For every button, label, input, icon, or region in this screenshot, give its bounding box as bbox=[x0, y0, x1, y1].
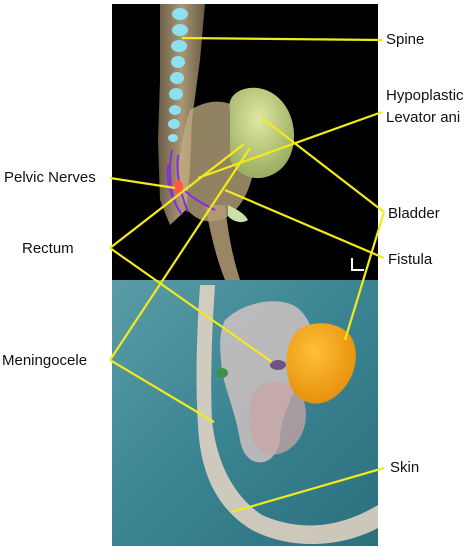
labels: Spine Hypoplastic Levator ani Pelvic Ner… bbox=[2, 31, 464, 476]
label-spine: Spine bbox=[386, 31, 424, 48]
label-levator-line1: Hypoplastic bbox=[386, 87, 464, 104]
label-bladder: Bladder bbox=[388, 205, 440, 222]
label-levator-line2: Levator ani bbox=[386, 109, 460, 126]
label-skin: Skin bbox=[390, 459, 419, 476]
bottom-panel-3d-print bbox=[112, 280, 378, 546]
label-fistula: Fistula bbox=[388, 251, 433, 268]
rectum-marker bbox=[173, 180, 183, 194]
top-panel-3d-render bbox=[112, 4, 378, 280]
spine-vertebrae bbox=[168, 8, 188, 142]
leader-lines bbox=[109, 36, 386, 514]
bladder-bottom bbox=[286, 323, 356, 404]
label-meningocele: Meningocele bbox=[2, 352, 87, 369]
label-rectum: Rectum bbox=[22, 240, 74, 257]
label-pelvic-nerves: Pelvic Nerves bbox=[4, 169, 96, 186]
